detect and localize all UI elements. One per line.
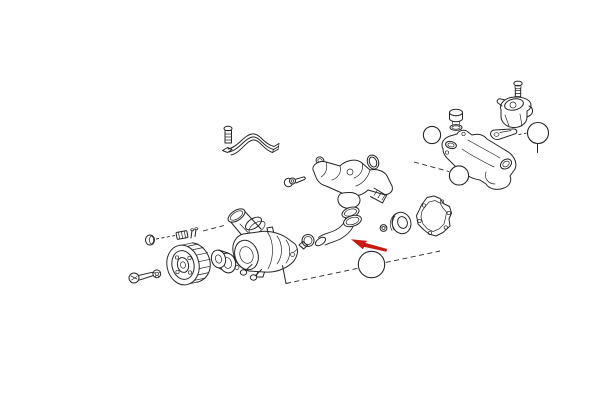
mounting-bracket-with-bolt — [222, 125, 280, 156]
hose-clamp-rings — [341, 206, 362, 228]
pump-mounting-bolts — [234, 264, 262, 281]
long-bolt-with-leader — [145, 225, 225, 246]
bolt-with-washer — [128, 269, 162, 284]
highlight-arrow-icon — [351, 239, 388, 252]
cap-screw — [513, 80, 523, 100]
connector-bolt — [283, 176, 306, 188]
housing-callout-leader — [413, 161, 450, 172]
pulley — [166, 242, 211, 286]
o-ring — [366, 154, 380, 170]
callout-center[interactable] — [357, 250, 386, 279]
callout-upper-right[interactable] — [526, 121, 550, 145]
thermostat-housing — [441, 129, 517, 190]
plug-o-ring — [449, 124, 463, 131]
pulley-hub — [210, 249, 237, 274]
shaft-seal — [389, 211, 412, 235]
small-nut — [379, 224, 388, 232]
retainer-lever — [490, 128, 518, 140]
callout-upper-left[interactable] — [422, 125, 442, 145]
callout-housing[interactable] — [448, 165, 470, 186]
cap-callout-leader — [518, 132, 538, 153]
thermostat-cap — [496, 96, 533, 129]
pump-gasket — [416, 195, 452, 237]
coolant-connector-assembly — [312, 156, 393, 209]
water-pump-with-inlet-tube — [227, 208, 298, 278]
hose-clamp — [293, 234, 315, 253]
sealing-plug — [449, 108, 463, 125]
